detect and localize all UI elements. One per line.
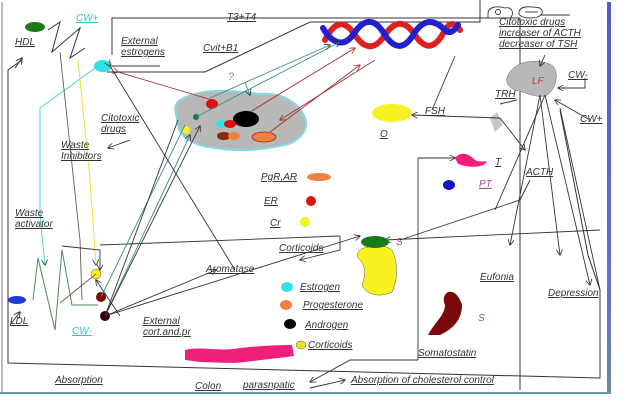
estrogen-receptor-node (94, 60, 112, 72)
colon-organ (185, 345, 294, 363)
somatostatin-organ (428, 291, 462, 335)
estrogen-pair-right (224, 120, 236, 128)
left-pathway-lines (39, 51, 360, 317)
frame-bottom-border (0, 392, 611, 394)
label-cw-minus-left: CW- (72, 326, 92, 337)
progesterone-pair-right (228, 132, 240, 140)
label-citotoxic-drugs-left: Citotoxic drugs (101, 113, 140, 135)
hypothalamus-lines (412, 54, 601, 291)
frame-left-border (1, 2, 3, 392)
hdl-arrow (14, 58, 22, 69)
label-hdl: HDL (15, 37, 36, 48)
cell-to-dna-arrows (118, 42, 376, 133)
label-cw-plus-right: CW+ (580, 114, 603, 125)
gland-lines (385, 55, 601, 360)
legend-label-progesterone: Progesterone (303, 300, 364, 311)
label-somatostatin: Somatostatin (418, 348, 477, 359)
er-receptor (206, 99, 218, 109)
label-parasnpatic: parasnpatic (243, 380, 295, 391)
pgr-ar-key-dot (307, 173, 331, 181)
label-external-cort: External cort.and.pr (143, 316, 191, 338)
label-question-mark: ? (228, 71, 235, 83)
label-depression: Depression (548, 288, 599, 299)
left-vertical-line (7, 59, 23, 200)
label-corticoids-mid: Corticoids (279, 243, 324, 254)
target-cell (174, 89, 308, 152)
cw-plus-zigzag (47, 20, 86, 60)
t3t4-line (107, 0, 481, 73)
legend-dot-progesterone (280, 300, 292, 310)
label-colon: Colon (195, 381, 222, 392)
label-t3-t4: T3+T4 (227, 12, 257, 23)
pituitary-node (490, 112, 503, 132)
adrenal-gland (357, 236, 397, 296)
ldl-arrow (9, 312, 20, 326)
legend-dot-estrogen (281, 282, 293, 292)
label-citotoxic-drugs-hypothalamus: Citotoxic drugs increaser of ACTH decrea… (499, 17, 581, 50)
androgen-node (233, 111, 259, 127)
label-lf: LF (532, 76, 544, 87)
cr-key-dot (300, 217, 310, 227)
progesterone-pair-left (217, 132, 231, 140)
label-acth: ACTH (526, 167, 554, 178)
label-cr: Cr (270, 218, 281, 229)
ovary-node (372, 104, 412, 122)
legend-markers (280, 282, 307, 350)
legend-dot-corticoids (295, 340, 307, 350)
label-adrenal-s: S (396, 237, 403, 248)
dna-helix (320, 18, 463, 50)
label-ldl: LDL (10, 316, 29, 327)
thyroid-node (455, 153, 487, 167)
frame-lines (7, 0, 601, 390)
label-er: ER (264, 196, 278, 207)
frame-right-border (607, 2, 611, 392)
label-absorption-cholesterol: Absorption of cholesterol control (351, 375, 494, 386)
label-waste-activator: Waste activator (15, 208, 53, 230)
label-cw-minus-right: CW- (568, 70, 588, 81)
label-somatostatin-s: S (478, 313, 485, 324)
label-trh: TRH (495, 89, 516, 100)
label-thyroid: T (495, 157, 502, 168)
label-pgr-ar: PgR,AR (261, 172, 298, 183)
legend-label-androgen: Androgen (305, 320, 349, 331)
label-external-estrogens: External estrogens (121, 36, 165, 58)
cr-node (182, 126, 190, 134)
ldl-blob (8, 296, 26, 304)
er-key-dot (306, 196, 316, 206)
label-aromatase: Aromatase (206, 264, 255, 275)
corticoids-arrow (300, 236, 341, 260)
label-fsh: FSH (425, 106, 445, 117)
cw-minus-zigzag (32, 249, 98, 331)
label-pt: PT (479, 179, 492, 190)
hdl-blob (25, 22, 45, 32)
label-absorption: Absorption (55, 375, 103, 386)
label-waste-inhibitors: Waste Inhibitors (61, 140, 102, 162)
corticoids-line (99, 235, 341, 246)
legend-label-estrogen: Estrogen (300, 282, 341, 293)
pt-node (443, 180, 455, 190)
label-eufonia: Eufonia (480, 272, 514, 283)
legend-dot-androgen (284, 319, 296, 329)
top-frame-line (111, 17, 521, 390)
label-ovary: O (380, 129, 388, 140)
label-cvit-b1: Cvit+B1 (203, 43, 239, 54)
pgr-ar-receptor (251, 131, 277, 143)
legend-label-corticoids: Corticoids (308, 340, 353, 351)
label-cw-plus-top: CW+ (76, 13, 99, 24)
brain-outline-icons (487, 6, 570, 19)
bottom-arrows (310, 359, 418, 389)
